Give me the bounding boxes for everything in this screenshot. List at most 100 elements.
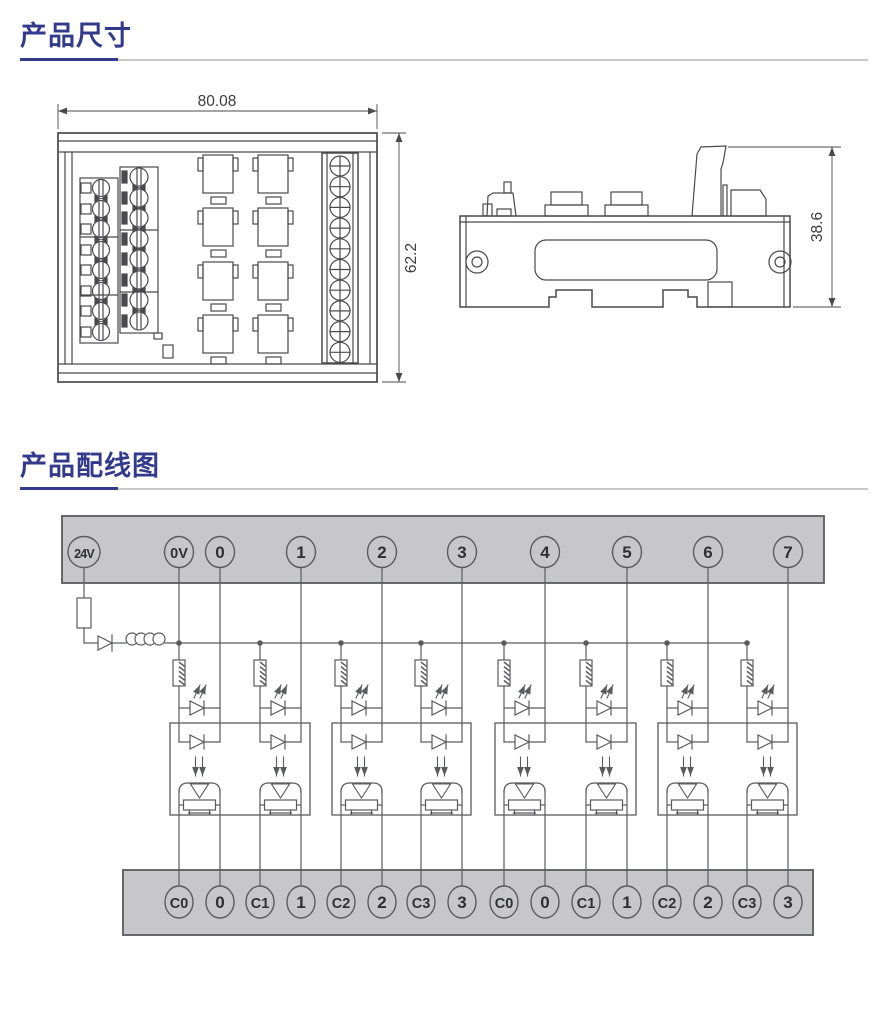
bottom-terminal-11-1: 1 xyxy=(612,885,642,919)
bottom-terminal-label: C3 xyxy=(738,896,757,912)
bottom-terminal-label: C3 xyxy=(412,896,431,912)
bottom-terminal-13-2: 2 xyxy=(693,885,723,919)
optocoupler-diode-icon xyxy=(596,734,613,750)
bottom-terminal-label: 1 xyxy=(296,893,305,912)
bottom-terminal-label: 0 xyxy=(215,893,224,912)
optocoupler-diode-icon xyxy=(677,734,694,750)
resistor-symbol xyxy=(253,659,267,687)
optocoupler-box-2 xyxy=(494,722,637,816)
bottom-terminal-15-3: 3 xyxy=(773,885,803,919)
resistor-symbol xyxy=(172,659,186,687)
resistor-symbol xyxy=(579,659,593,687)
bottom-terminal-12-C2: C2 xyxy=(652,885,682,919)
bottom-terminal-2-C1: C1 xyxy=(245,885,275,919)
top-terminal-label: 24V xyxy=(74,547,95,561)
top-terminal-label: 3 xyxy=(457,543,466,562)
phototransistor-icon xyxy=(503,782,546,793)
top-terminal-1: 1 xyxy=(285,535,317,569)
input-channel-5 xyxy=(579,640,628,887)
optocoupler-diode-icon xyxy=(189,734,206,750)
dimension-front-width: 80.08 xyxy=(198,93,237,110)
input-channel-4 xyxy=(497,640,546,887)
section-divider xyxy=(20,487,868,491)
top-terminal-label: 4 xyxy=(540,543,550,562)
dimension-side-height: 38.6 xyxy=(809,212,826,242)
bottom-terminal-3-1: 1 xyxy=(286,885,316,919)
bottom-terminal-label: 1 xyxy=(622,893,631,912)
top-terminal-label: 7 xyxy=(783,543,792,562)
phototransistor-icon xyxy=(420,782,463,793)
top-terminal-label: 2 xyxy=(377,543,386,562)
top-terminal-label: 1 xyxy=(296,543,305,562)
top-terminal-24V: 24V xyxy=(67,535,101,569)
section-title-wiring: 产品配线图 xyxy=(20,451,160,482)
top-terminal-5: 5 xyxy=(611,535,643,569)
phototransistor-icon xyxy=(666,782,709,793)
bottom-terminal-9-0: 0 xyxy=(530,885,560,919)
resistor-symbol xyxy=(497,659,511,687)
led-indicator-icon xyxy=(757,700,774,716)
phototransistor-icon xyxy=(259,782,302,793)
bottom-terminal-label: C1 xyxy=(577,896,596,912)
led-indicator-icon xyxy=(189,700,206,716)
bottom-terminal-label: C2 xyxy=(332,896,351,912)
top-terminal-label: 6 xyxy=(703,543,712,562)
input-channel-0 xyxy=(172,640,221,887)
bottom-terminal-label: 2 xyxy=(703,893,712,912)
bottom-terminal-label: C2 xyxy=(658,896,677,912)
led-indicator-icon xyxy=(351,700,368,716)
side-view-dimensions xyxy=(728,146,841,308)
optocoupler-diode-icon xyxy=(351,734,368,750)
input-channel-7 xyxy=(740,640,789,887)
bottom-terminal-label: 3 xyxy=(783,893,792,912)
bottom-terminal-label: 2 xyxy=(377,893,386,912)
divider-accent xyxy=(20,58,118,61)
top-terminal-0V: 0V xyxy=(163,535,195,569)
section-divider xyxy=(20,58,868,62)
bottom-terminal-label: C0 xyxy=(495,896,514,912)
optocoupler-box-1 xyxy=(331,722,472,816)
optocoupler-diode-icon xyxy=(757,734,774,750)
resistor-symbol xyxy=(334,659,348,687)
bottom-terminal-10-C1: C1 xyxy=(571,885,601,919)
led-indicator-icon xyxy=(677,700,694,716)
side-view xyxy=(459,145,792,308)
led-indicator-icon xyxy=(514,700,531,716)
input-channel-2 xyxy=(334,640,383,887)
optocoupler-box-3 xyxy=(657,722,798,816)
bottom-terminal-label: C1 xyxy=(251,896,270,912)
top-terminal-4: 4 xyxy=(529,535,561,569)
input-channel-3 xyxy=(414,640,463,887)
resistor-symbol xyxy=(414,659,428,687)
resistor-symbol xyxy=(660,659,674,687)
bottom-terminal-label: 3 xyxy=(457,893,466,912)
front-view-dimensions xyxy=(57,104,406,383)
section-title-dimensions: 产品尺寸 xyxy=(20,21,132,52)
bottom-terminal-8-C0: C0 xyxy=(489,885,519,919)
optocoupler-diode-icon xyxy=(514,734,531,750)
bottom-terminal-5-2: 2 xyxy=(367,885,397,919)
phototransistor-icon xyxy=(585,782,628,793)
optocoupler-diode-icon xyxy=(431,734,448,750)
top-terminal-7: 7 xyxy=(772,535,804,569)
top-terminal-3: 3 xyxy=(446,535,478,569)
bottom-terminal-1-0: 0 xyxy=(205,885,235,919)
bottom-terminal-14-C3: C3 xyxy=(732,885,762,919)
phototransistor-icon xyxy=(178,782,221,793)
optocoupler-diode-icon xyxy=(270,734,287,750)
front-view xyxy=(57,132,378,383)
resistor-symbol xyxy=(740,659,754,687)
led-indicator-icon xyxy=(270,700,287,716)
bottom-terminal-label: C0 xyxy=(170,896,189,912)
optocoupler-box-0 xyxy=(169,722,311,816)
bottom-terminal-label: 0 xyxy=(540,893,549,912)
top-terminal-label: 0V xyxy=(170,546,188,562)
top-terminal-0: 0 xyxy=(204,535,236,569)
phototransistor-icon xyxy=(340,782,383,793)
phototransistor-icon xyxy=(746,782,789,793)
bottom-terminal-6-C3: C3 xyxy=(406,885,436,919)
input-channel-6 xyxy=(660,640,709,887)
